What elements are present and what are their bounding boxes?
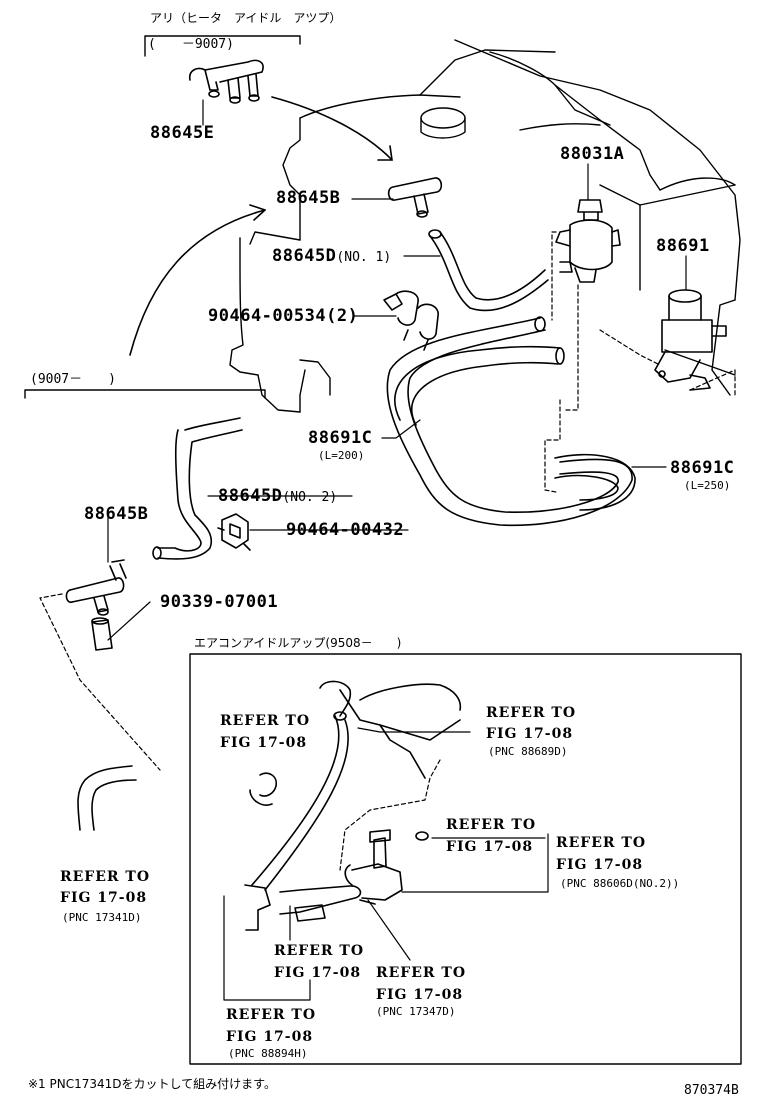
ref-inset-middle-line1: REFER TO: [274, 943, 365, 959]
ref-88606D-pnc: (PNC 88606D(NO.2)): [560, 877, 680, 890]
ref-88689D-line1: REFER TO: [486, 705, 577, 721]
valve-88031A: [555, 199, 621, 283]
part-label-88691C-l200: 88691C: [308, 428, 373, 448]
leader-lines: [107, 99, 687, 1001]
ref-88894H-pnc: (PNC 88894H): [228, 1047, 308, 1060]
ref-88689D-pnc: (PNC 88689D): [488, 745, 568, 758]
hose-17341D: [77, 765, 137, 831]
hose-88645D-no2: [152, 417, 243, 560]
hose-88691C-l200: [386, 316, 633, 527]
tee-88645B-upper: [387, 177, 443, 218]
ref-17341D-pnc: (PNC 17341D): [62, 911, 142, 924]
part-label-90339-07001: 90339-07001: [160, 592, 279, 612]
hose-88691C-l250: [554, 453, 636, 511]
ref-17347D-pnc: (PNC 17347D): [376, 1005, 456, 1018]
flow-arrows: [129, 96, 393, 356]
ref-88606D-line1: REFER TO: [556, 835, 647, 851]
part-number: 90464-00534: [208, 306, 327, 326]
inset-box: [189, 653, 742, 1065]
ref-inset-middle-line2: FIG 17-08: [274, 965, 362, 981]
part-label-90464-00432: 90464-00432: [286, 520, 405, 540]
inset-drawing: [244, 680, 462, 931]
part-label-90464-00534: 90464-00534(2): [208, 308, 358, 325]
ref-17347D-line2: FIG 17-08: [376, 987, 464, 1003]
part-label-88645B-upper: 88645B: [276, 188, 341, 208]
solenoid-88691: [654, 289, 727, 391]
part-label-88645D-no1: 88645D(NO. 1): [272, 248, 391, 265]
part-label-88691C-l250: 88691C: [670, 458, 735, 478]
part-number: 88645D: [272, 246, 337, 266]
ref-small-line2: FIG 17-08: [446, 839, 534, 855]
part-suffix: (2): [326, 306, 359, 326]
ref-17347D-line1: REFER TO: [376, 965, 467, 981]
header-bracket: [144, 35, 301, 57]
part-suffix: (NO. 1): [336, 250, 392, 265]
part-label-88031A: 88031A: [560, 144, 625, 164]
tee-88645E: [188, 59, 264, 104]
section-period: (9007－ ): [30, 372, 116, 387]
dashed-lower-left: [39, 593, 161, 771]
ref-inset-left-line1: REFER TO: [220, 713, 311, 729]
part-label-88645D-no2: 88645D(NO. 2): [218, 488, 337, 505]
section-bracket: [24, 389, 266, 399]
part-sub-88691C-l250: (L=250): [684, 479, 731, 492]
part-label-88645E: 88645E: [150, 123, 215, 143]
ref-88689D-line2: FIG 17-08: [486, 726, 574, 742]
header-note-period: ( －9007): [148, 37, 234, 52]
part-sub-88691C-l200: (L=200): [318, 449, 365, 462]
inset-dashed: [339, 759, 441, 871]
part-number: 88645D: [218, 486, 283, 506]
ref-17341D-line2: FIG 17-08: [60, 890, 148, 906]
clip-90464-00534: [383, 290, 439, 351]
part-label-88691: 88691: [656, 236, 710, 256]
ref-inset-left-line2: FIG 17-08: [220, 735, 308, 751]
figure-id: 870374B: [684, 1083, 739, 1098]
engine-outline: [229, 39, 741, 413]
inset-title: エアコンアイドルアップ(9508－ ): [194, 636, 402, 650]
leader-dashed-88691C-l250: [544, 399, 561, 493]
footnote: ※1 PNC17341Dをカットして組み付けます。: [28, 1077, 276, 1091]
hose-88645D-no1: [428, 229, 549, 312]
leader-dashed-88691: [599, 329, 736, 396]
header-note-text: アリ（ヒータ アイドル アツプ）: [150, 11, 342, 25]
part-suffix: (NO. 2): [282, 490, 338, 505]
clip-90464-00432: [217, 513, 251, 551]
ref-88894H-line1: REFER TO: [226, 1007, 317, 1023]
ref-88606D-line2: FIG 17-08: [556, 857, 644, 873]
ref-88894H-line2: FIG 17-08: [226, 1029, 314, 1045]
ref-small-line1: REFER TO: [446, 817, 537, 833]
leader-dashed-88031A: [551, 231, 579, 411]
tee-88645B-lower: [65, 559, 127, 616]
tube-90339-07001: [91, 617, 113, 651]
ref-17341D-line1: REFER TO: [60, 869, 151, 885]
part-label-88645B-lower: 88645B: [84, 504, 149, 524]
